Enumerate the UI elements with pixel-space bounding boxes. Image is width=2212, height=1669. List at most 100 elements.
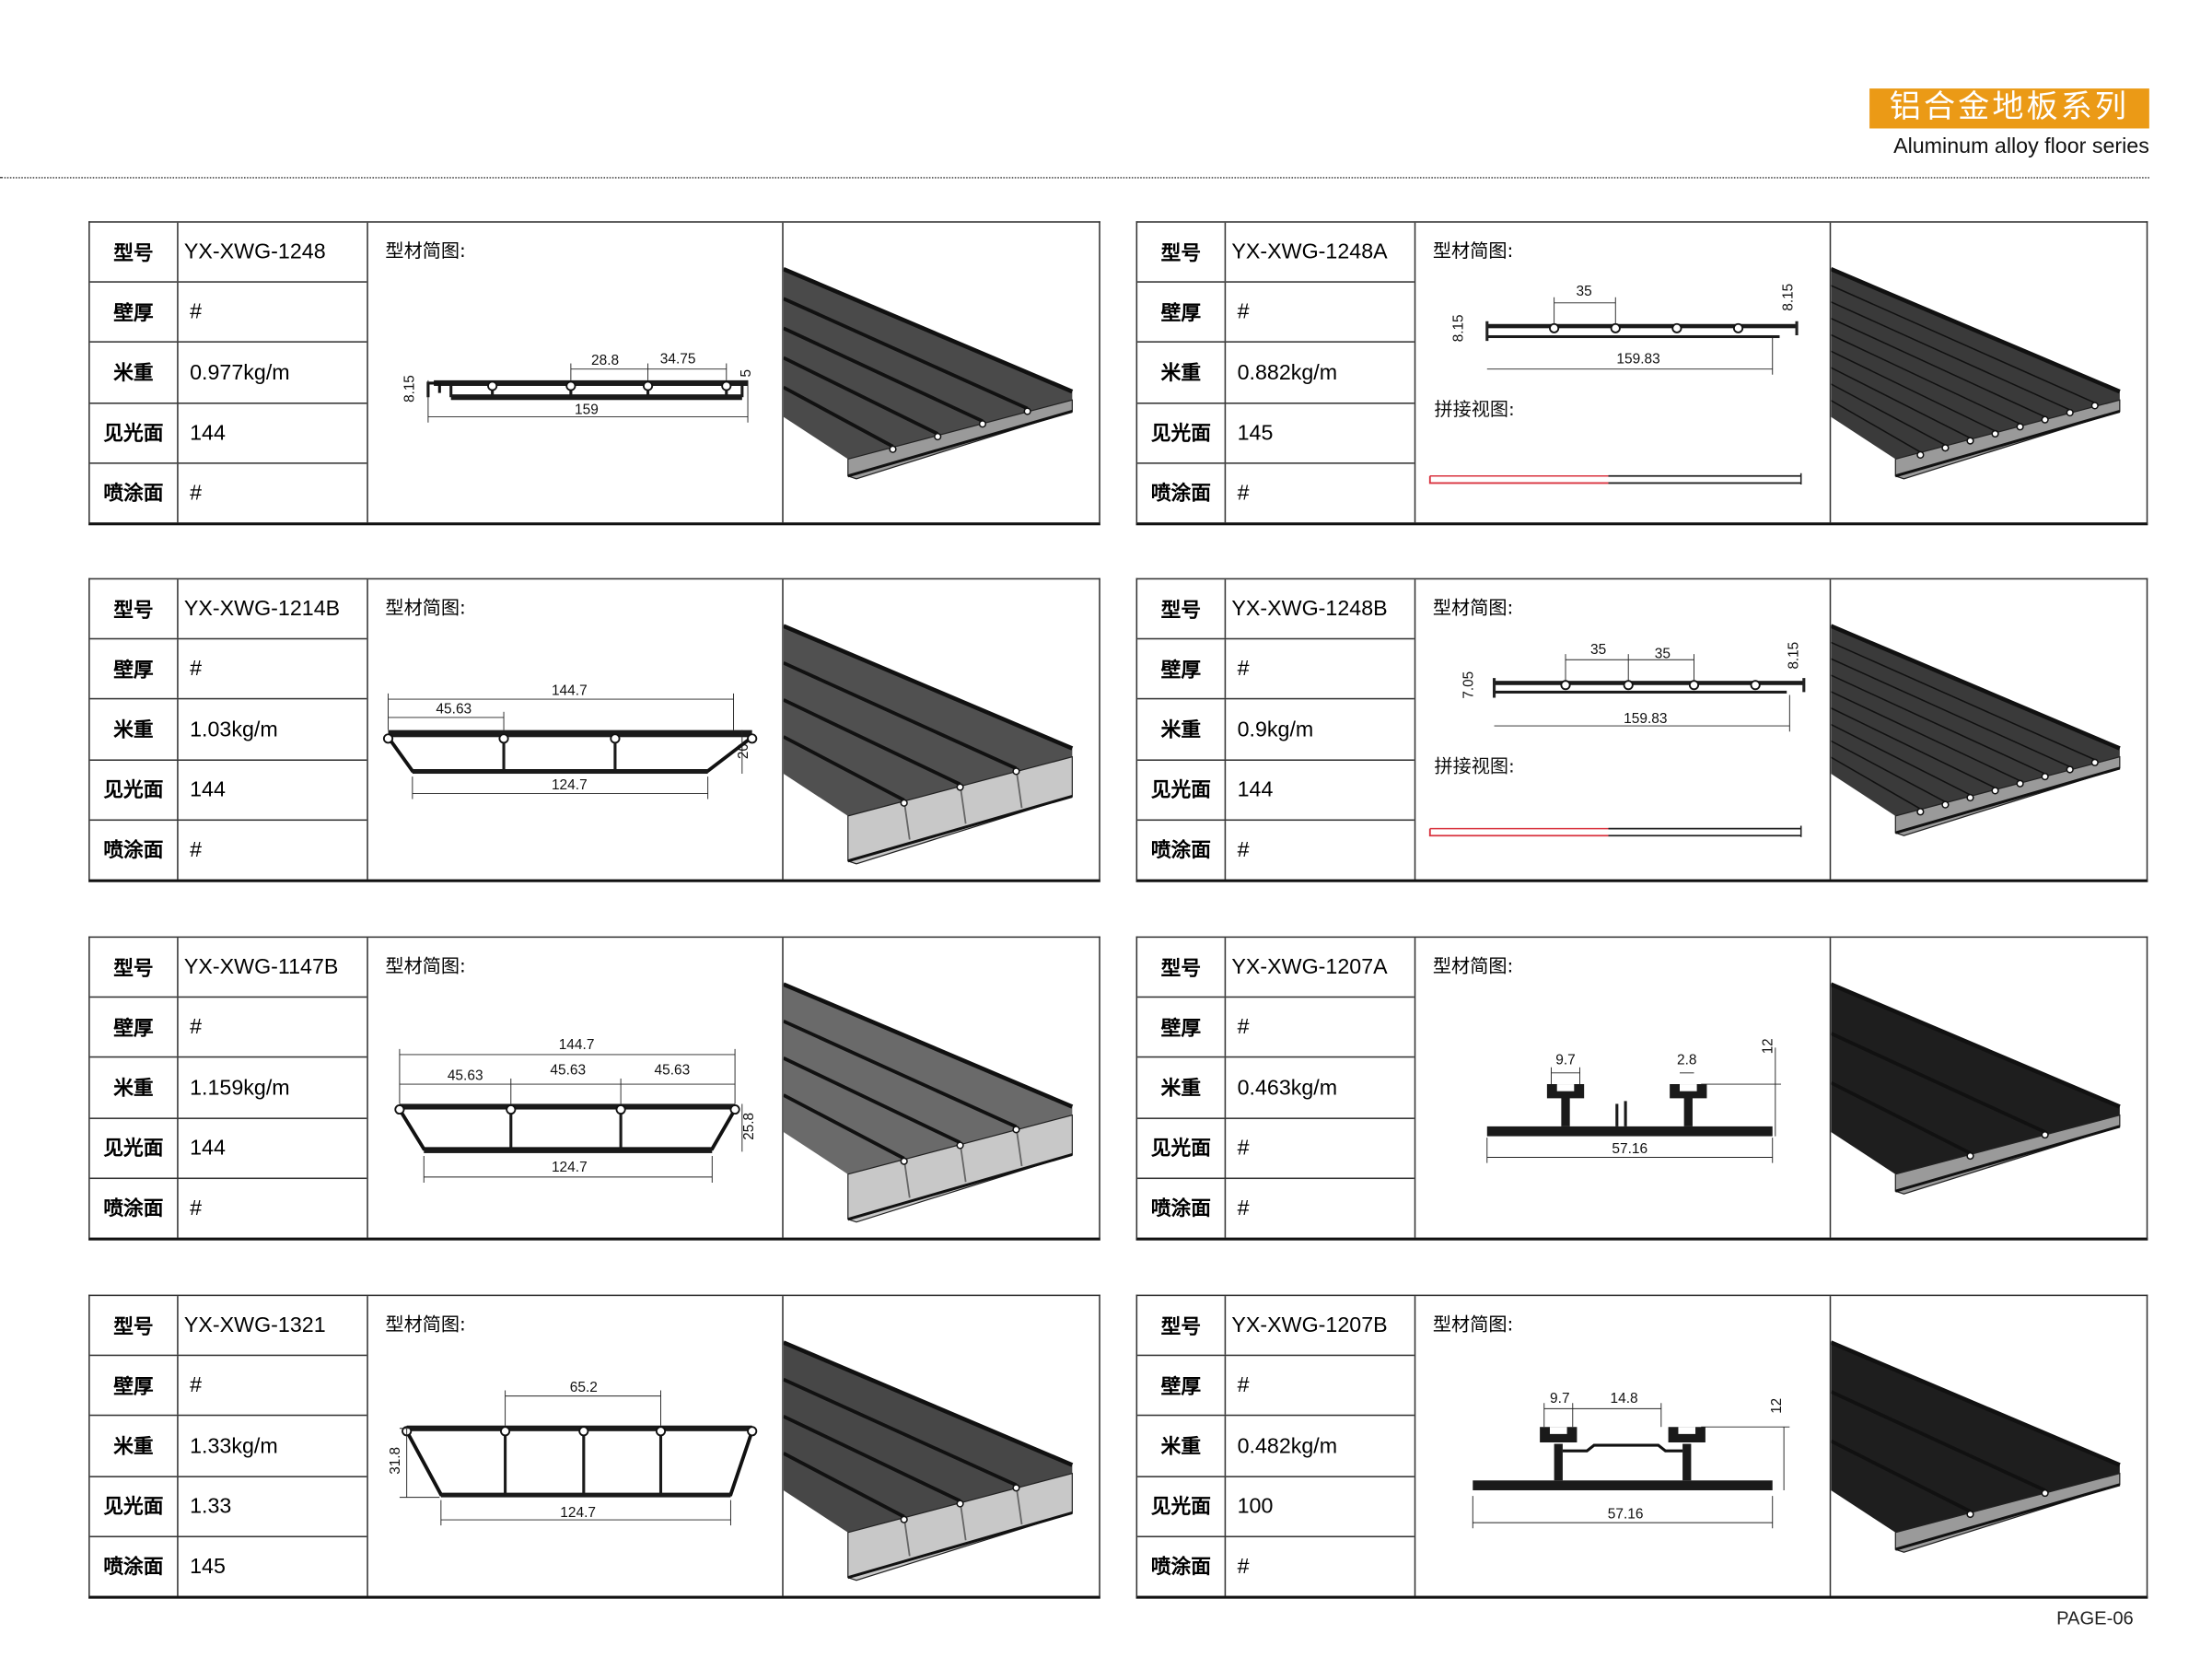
spec-row: 喷涂面 #	[90, 1178, 367, 1238]
dimension-label: 45.63	[436, 701, 472, 717]
spec-label: 型号	[1137, 579, 1227, 639]
spec-value-wall: #	[1237, 1015, 1250, 1040]
dimension-label: 144.7	[559, 1037, 595, 1053]
dimension-label: 28.8	[591, 353, 619, 368]
dimension-label: 35	[1655, 647, 1671, 662]
spec-label: 型号	[90, 1296, 179, 1355]
series-title-en: Aluminum alloy floor series	[1893, 134, 2149, 159]
spec-value-model: YX-XWG-1214B	[183, 596, 341, 622]
spec-label: 壁厚	[1137, 639, 1227, 699]
spec-label: 见光面	[90, 760, 179, 820]
spec-label: 壁厚	[1137, 283, 1227, 343]
spec-row: 壁厚#	[89, 998, 367, 1058]
spec-label: 米重	[90, 343, 179, 403]
spec-value-weight: 0.9kg/m	[1237, 717, 1314, 742]
spec-value-wall: #	[190, 657, 203, 682]
dimension-label: 8.15	[402, 375, 417, 403]
spec-value-weight: 0.882kg/m	[1237, 360, 1338, 385]
dotted-divider	[0, 177, 2149, 179]
spec-value-wall: #	[190, 1015, 203, 1040]
spec-value-model: YX-XWG-1147B	[183, 954, 339, 980]
spec-row: 壁厚#	[89, 283, 367, 344]
diagram-caption: 型材简图:	[1432, 598, 1514, 620]
spec-row: 见光面 1.33	[89, 1476, 367, 1537]
dimension-label: 9.7	[1550, 1391, 1570, 1406]
spec-value-visible: #	[1237, 1136, 1250, 1161]
spec-value-wall: #	[1237, 299, 1250, 325]
dimension-label: 2.8	[1677, 1053, 1697, 1068]
dimension-label: 8.15	[1780, 284, 1796, 311]
diagram-caption: 型材简图:	[385, 956, 466, 978]
spec-value-wall: #	[1237, 657, 1250, 682]
page-number: PAGE-06	[2056, 1606, 2134, 1629]
spec-value-spray: 145	[190, 1554, 226, 1579]
dimension-label: 144.7	[552, 683, 588, 699]
spec-label: 见光面	[90, 1118, 179, 1178]
spec-value-visible: 100	[1237, 1494, 1274, 1519]
spec-label: 型号	[90, 579, 179, 639]
spec-value-visible: 144	[190, 777, 226, 802]
dimension-label: 8.15	[1787, 642, 1802, 670]
spec-value-weight: 0.482kg/m	[1237, 1433, 1338, 1459]
spec-label: 见光面	[90, 1476, 179, 1536]
spec-label: 见光面	[90, 403, 179, 462]
product-render-image	[783, 938, 1099, 1237]
spec-row: 喷涂面#	[1137, 1536, 1415, 1596]
spec-label: 米重	[1137, 699, 1227, 759]
spec-value-spray: #	[1237, 1196, 1250, 1220]
spec-value-weight: 1.03kg/m	[190, 717, 278, 742]
spec-value-wall: #	[1237, 1373, 1250, 1398]
spec-value-wall: #	[190, 1373, 203, 1398]
spec-value-spray: #	[190, 1196, 203, 1220]
dimension-label: 25.8	[741, 1113, 757, 1140]
diagram-caption: 型材简图:	[385, 598, 466, 620]
spec-value-model: YX-XWG-1207A	[1231, 954, 1388, 980]
spec-value-model: YX-XWG-1248B	[1231, 596, 1388, 622]
spec-label: 见光面	[1137, 403, 1227, 462]
product-render-image	[1831, 1296, 2146, 1595]
spec-value-model: YX-XWG-1248A	[1231, 239, 1388, 264]
dimension-label: 159	[575, 403, 599, 418]
spec-value-visible: 1.33	[190, 1494, 232, 1519]
spec-label: 喷涂面	[90, 1178, 179, 1238]
spec-row: 壁厚#	[89, 639, 367, 700]
dimension-label: 124.7	[552, 777, 588, 793]
spec-label: 型号	[90, 222, 179, 282]
spec-value-spray: #	[1237, 481, 1250, 506]
spec-value-model: YX-XWG-1321	[183, 1313, 326, 1338]
spec-label: 见光面	[1137, 1476, 1227, 1536]
spec-value-visible: 145	[1237, 420, 1274, 446]
spec-label: 米重	[1137, 1416, 1227, 1476]
dimension-label: 31.8	[388, 1447, 403, 1475]
spec-value-model: YX-XWG-1248	[183, 239, 326, 264]
product-render-image	[783, 579, 1099, 879]
spec-row: 壁厚 #	[1137, 639, 1415, 700]
spec-row: 壁厚#	[1137, 998, 1415, 1058]
spec-row: 见光面 100	[1137, 1476, 1415, 1537]
diagram-caption: 型材简图:	[1432, 240, 1514, 263]
dimension-label: 7.05	[1461, 671, 1476, 699]
spec-row: 米重 0.9kg/m	[1137, 699, 1415, 761]
diagram-caption: 型材简图:	[385, 1314, 466, 1336]
